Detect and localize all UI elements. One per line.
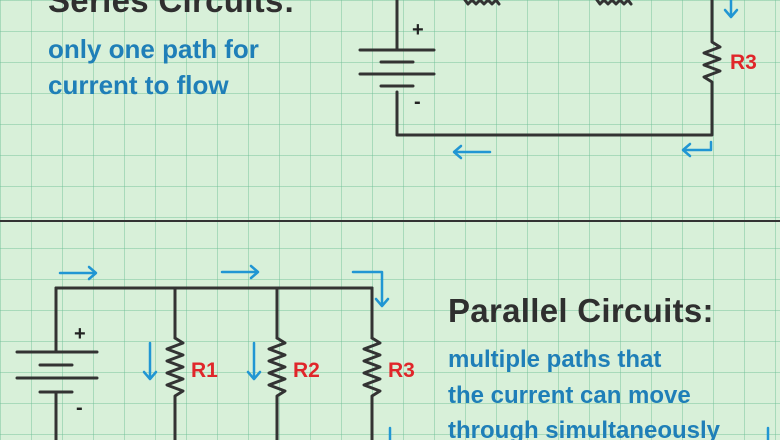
parallel-resistor-r3 [362, 336, 382, 404]
series-resistor-r3 [702, 36, 722, 90]
series-circuit: + - R3 [358, 0, 757, 160]
series-battery-minus: - [414, 91, 421, 113]
parallel-current-arrow-corner [351, 270, 390, 308]
parallel-description-line-3: through simultaneously [448, 417, 721, 440]
parallel-current-arrow-top-2 [220, 264, 260, 280]
parallel-current-arrow-branch-2 [246, 341, 262, 381]
series-current-arrow-corner [681, 140, 713, 158]
series-battery-plus: + [412, 19, 424, 41]
series-wire-bottom [395, 86, 714, 137]
parallel-battery-minus: - [76, 397, 83, 419]
series-resistor-r1-partial [463, 0, 501, 6]
parallel-resistor-r2 [267, 336, 287, 404]
section-divider [0, 220, 780, 222]
parallel-current-arrow-branch-1 [142, 341, 158, 381]
parallel-resistor-r1 [165, 336, 185, 404]
series-description-line-2: current to flow [48, 70, 229, 100]
series-current-arrow-left [452, 144, 492, 160]
series-battery [358, 48, 436, 88]
series-description-line-1: only one path for [48, 34, 259, 64]
parallel-label-r3: R3 [388, 359, 415, 382]
parallel-current-arrow-top-1 [58, 265, 98, 281]
parallel-battery [15, 350, 99, 394]
parallel-description-line-2: the current can move [448, 382, 691, 409]
series-title: Series Circuits: [48, 0, 295, 19]
parallel-description-line-1: multiple paths that [448, 346, 662, 373]
parallel-title: Parallel Circuits: [448, 292, 714, 329]
series-label-r3: R3 [730, 51, 757, 74]
parallel-battery-plus: + [74, 323, 86, 345]
series-resistor-r2-partial [595, 0, 633, 6]
parallel-label-r1: R1 [191, 359, 218, 382]
series-current-arrow-right-down [723, 0, 739, 19]
parallel-label-r2: R2 [293, 359, 320, 382]
